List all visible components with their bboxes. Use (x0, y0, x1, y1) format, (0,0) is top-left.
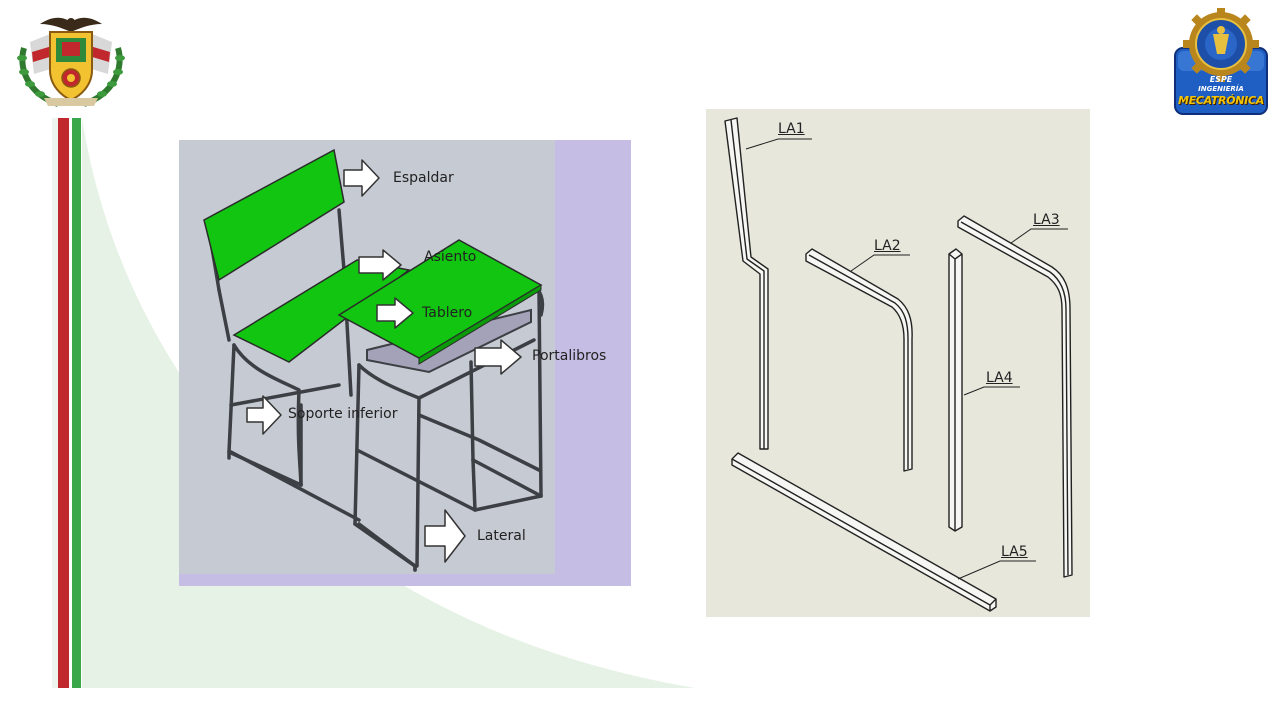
red-stripe (58, 118, 69, 688)
right-logo: ESPE INGENIERÍA MECATRÓNICA (1172, 8, 1270, 118)
part-la1-shape (724, 117, 769, 450)
label-lateral: Lateral (477, 528, 526, 544)
right-logo-text: ESPE INGENIERÍA MECATRÓNICA (1172, 75, 1270, 107)
arrow-espaldar (343, 159, 380, 197)
part-la3-shape (957, 215, 1073, 578)
arrow-portalibros (474, 339, 522, 375)
desk-chair-drawing (179, 140, 631, 586)
arrow-asiento (358, 249, 402, 281)
part-la2-shape (805, 248, 913, 472)
left-logo (10, 8, 132, 108)
label-la5: LA5 (1001, 544, 1028, 560)
label-la2: LA2 (874, 238, 901, 254)
green-stripe (72, 118, 81, 688)
label-tablero: Tablero (422, 305, 473, 321)
label-espaldar: Espaldar (393, 170, 454, 186)
label-soporte-inferior: Soporte inferior (288, 406, 398, 422)
tube-parts-figure: LA1 LA2 LA3 LA4 LA5 (706, 109, 1090, 617)
label-la3: LA3 (1033, 212, 1060, 228)
logo-line-espe: ESPE (1209, 75, 1233, 84)
arrow-soporte (246, 395, 282, 435)
logo-line-ingenieria: INGENIERÍA (1198, 85, 1244, 93)
gear-seal-icon (1174, 8, 1268, 115)
arrow-tablero (376, 297, 414, 329)
label-la1: LA1 (778, 121, 805, 137)
arrow-lateral (424, 509, 466, 563)
desk-chair-figure: Espaldar Asiento Tablero Portalibros Sop… (179, 140, 631, 586)
tube-parts-drawing (706, 109, 1090, 617)
logo-line-mecatronica: MECATRÓNICA (1178, 94, 1264, 107)
label-la4: LA4 (986, 370, 1013, 386)
coat-of-arms-icon (17, 17, 125, 107)
label-asiento: Asiento (424, 249, 477, 265)
label-portalibros: Portalibros (532, 348, 607, 364)
